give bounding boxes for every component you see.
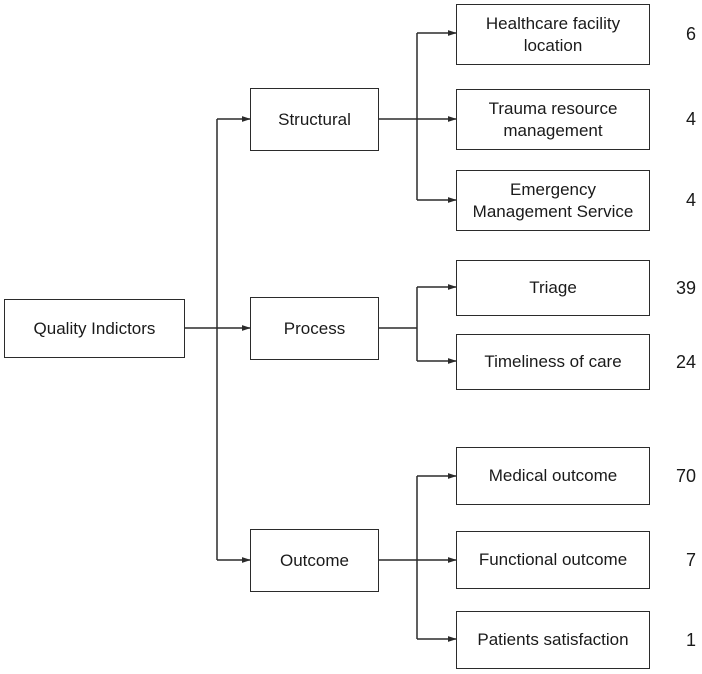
node-indicator-label: Timeliness of care xyxy=(484,352,622,372)
node-indicator-label: Functional outcome xyxy=(478,550,628,570)
indicator-count-healthcare-facility-location: 6 xyxy=(685,24,696,44)
node-indicator-patients-satisfaction[interactable]: Patients satisfaction xyxy=(456,611,650,669)
node-indicator-triage[interactable]: Triage xyxy=(456,260,650,316)
indicator-count-emergency-management-service: 4 xyxy=(685,190,696,210)
node-indicator-label: Healthcare facility location xyxy=(485,14,621,55)
node-indicator-label: Triage xyxy=(529,278,577,298)
node-indicator-label: Medical outcome xyxy=(488,466,618,486)
indicator-count-medical-outcome: 70 xyxy=(675,465,696,486)
node-indicator-label: Emergency Management Service xyxy=(472,180,634,221)
node-indicator-trauma-resource-management[interactable]: Trauma resource management xyxy=(456,89,650,150)
node-quality-indicators-label: Quality Indictors xyxy=(33,318,156,338)
node-category-label: Outcome xyxy=(280,550,349,570)
node-indicator-emergency-management-service[interactable]: Emergency Management Service xyxy=(456,170,650,231)
indicator-count-patients-satisfaction: 1 xyxy=(685,629,696,650)
node-indicator-healthcare-facility-location[interactable]: Healthcare facility location xyxy=(456,4,650,65)
node-category-structural[interactable]: Structural xyxy=(250,88,379,151)
indicator-count-timeliness-of-care: 24 xyxy=(675,351,696,372)
node-indicator-label: Trauma resource management xyxy=(488,99,618,140)
indicator-count-functional-outcome: 7 xyxy=(685,549,696,570)
indicator-count-triage: 39 xyxy=(675,277,696,298)
indicator-count-trauma-resource-management: 4 xyxy=(685,109,696,129)
node-category-process[interactable]: Process xyxy=(250,297,379,360)
node-category-outcome[interactable]: Outcome xyxy=(250,529,379,592)
node-quality-indicators[interactable]: Quality Indictors xyxy=(4,299,185,358)
node-category-label: Structural xyxy=(278,109,351,129)
node-indicator-medical-outcome[interactable]: Medical outcome xyxy=(456,447,650,505)
node-indicator-timeliness-of-care[interactable]: Timeliness of care xyxy=(456,334,650,390)
node-category-label: Process xyxy=(283,318,346,338)
node-indicator-functional-outcome[interactable]: Functional outcome xyxy=(456,531,650,589)
node-indicator-label: Patients satisfaction xyxy=(477,630,629,650)
